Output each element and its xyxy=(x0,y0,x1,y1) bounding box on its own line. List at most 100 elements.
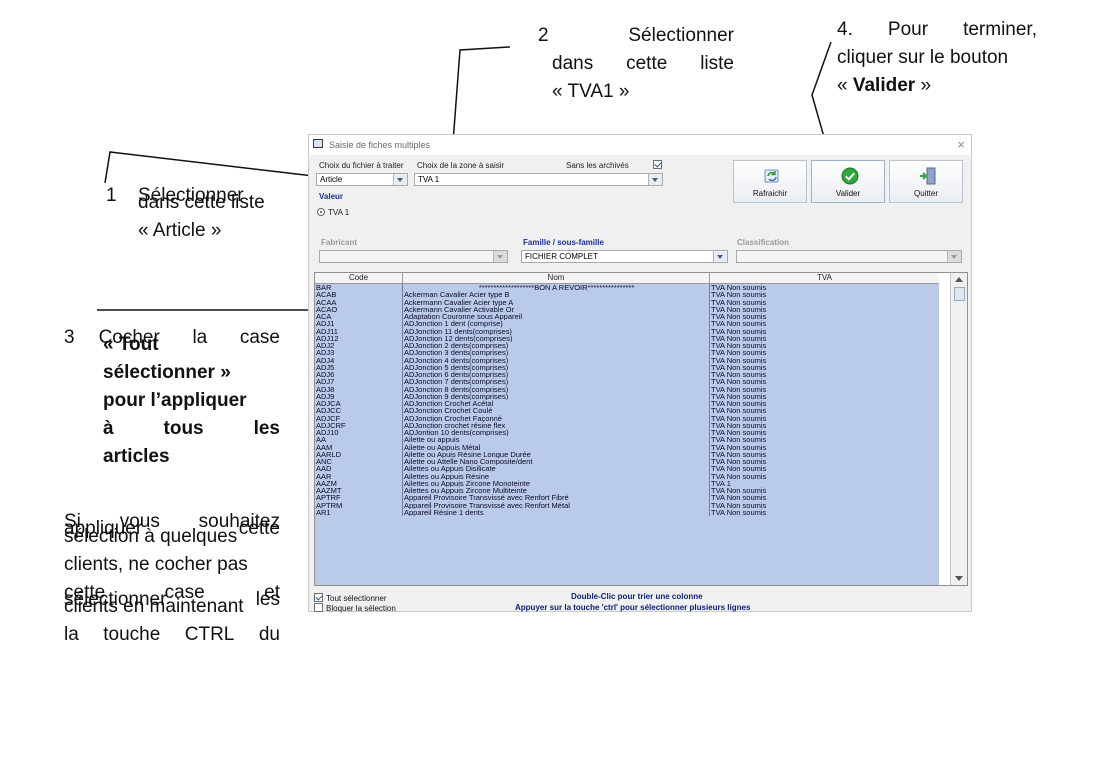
classification-select[interactable] xyxy=(736,250,962,263)
code-cell: ADJCA xyxy=(315,400,403,408)
annotation-bold-text: Valider xyxy=(852,75,916,96)
quit-button[interactable]: Quitter xyxy=(889,160,963,203)
annotation-bold-text: articles xyxy=(103,446,170,468)
chevron-down-icon[interactable] xyxy=(947,251,961,262)
validate-button[interactable]: Valider xyxy=(811,160,885,203)
file-choice-select[interactable]: Article xyxy=(316,173,408,186)
refresh-icon xyxy=(764,169,779,183)
name-cell: ADJonction 9 dents(comprises) xyxy=(403,392,710,400)
famille-select[interactable]: FICHIER COMPLET xyxy=(521,250,728,263)
tva-cell: TVA Non soumis xyxy=(711,378,767,386)
annotation-text: du xyxy=(258,624,280,645)
column-header-nom[interactable]: Nom xyxy=(403,273,710,283)
code-cell: AA xyxy=(315,436,403,444)
zone-choice-select[interactable]: TVA 1 xyxy=(414,173,663,186)
tva-cell: TVA Non soumis xyxy=(711,392,767,400)
annotation-text: dans xyxy=(552,53,594,74)
annotation-text: Sélectionner xyxy=(138,185,244,206)
name-cell: ADJonction 3 dents(comprises) xyxy=(403,349,710,357)
annotation-text: case xyxy=(164,581,205,603)
chevron-down-icon[interactable] xyxy=(648,174,662,185)
annotation-text: touche xyxy=(103,624,161,645)
code-cell: AAZMT xyxy=(315,487,403,495)
code-cell: ADJ11 xyxy=(315,327,403,335)
annotation-text: « TVA1 » xyxy=(552,81,630,102)
code-cell: ADJ3 xyxy=(315,349,403,357)
tva-cell: TVA Non soumis xyxy=(711,298,767,306)
annotation-text: la xyxy=(64,624,79,645)
table-row[interactable]: BAR*******************BON A REVOIR******… xyxy=(315,284,939,292)
tva-cell: TVA Non soumis xyxy=(711,508,767,516)
scroll-up-icon[interactable] xyxy=(955,277,963,282)
column-header-tva[interactable]: TVA xyxy=(817,273,832,282)
annotation-bold-text: pour l’appliquer xyxy=(103,390,247,412)
name-cell: Appareil Provisoire Transvissé avec Renf… xyxy=(403,501,710,509)
classification-label: Classification xyxy=(737,238,790,247)
lock-selection-label: Bloquer la sélection xyxy=(326,604,396,613)
name-cell: Ackermann Cavalier Activable Or xyxy=(403,305,710,313)
scroll-down-icon[interactable] xyxy=(955,576,963,581)
close-icon[interactable]: × xyxy=(957,137,965,152)
vertical-scrollbar[interactable] xyxy=(950,273,967,585)
name-cell: ADJontion 10 dents(comprises) xyxy=(403,429,710,437)
quit-button-label: Quitter xyxy=(913,189,938,198)
tva-cell: TVA 1 xyxy=(711,479,731,487)
tva-cell: TVA Non soumis xyxy=(711,363,767,371)
column-header-code[interactable]: Code xyxy=(315,273,403,283)
chevron-down-icon[interactable] xyxy=(713,251,727,262)
tva1-radio[interactable] xyxy=(317,208,325,216)
annotation-number: 3 xyxy=(64,327,75,348)
name-cell: ADJonction Crochet Façonné xyxy=(403,414,710,422)
annotation-text: sélection à quelques xyxy=(64,525,238,547)
annotation-text: cliquer sur le bouton xyxy=(837,47,1009,68)
name-cell: ADJonction 4 dents(comprises) xyxy=(403,356,710,364)
tva-cell: TVA Non soumis xyxy=(711,327,767,335)
chevron-down-icon[interactable] xyxy=(493,251,507,262)
select-all-checkbox[interactable] xyxy=(314,593,323,602)
lock-selection-checkbox[interactable] xyxy=(314,603,323,612)
refresh-button[interactable]: Rafraichir xyxy=(733,160,807,203)
tva1-radio-label: TVA 1 xyxy=(328,208,350,217)
archives-checkbox[interactable] xyxy=(653,160,662,169)
scroll-thumb[interactable] xyxy=(954,287,965,301)
annotation-text: liste xyxy=(700,53,734,74)
fabricant-select[interactable] xyxy=(319,250,508,263)
records-table[interactable]: Code Nom TVA BAR*******************BON A… xyxy=(314,272,968,586)
annotation-text: CTRL xyxy=(184,624,235,645)
title-bar[interactable]: Saisie de fiches multiples × xyxy=(309,135,971,155)
chevron-down-icon[interactable] xyxy=(393,174,407,185)
name-cell: ADJonction 11 dents(comprises) xyxy=(403,327,710,335)
